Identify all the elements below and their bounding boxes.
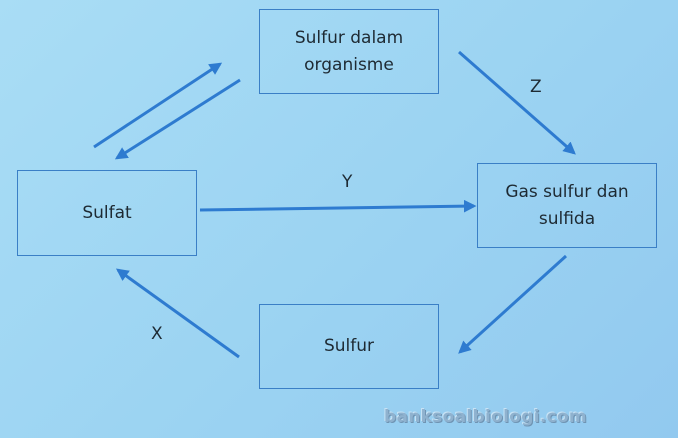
node-label: Sulfat (82, 202, 132, 223)
label-y: Y (342, 172, 353, 192)
node-label: Sulfur (323, 336, 375, 357)
node-gas-sulfur-dan-sulfida: Gas sulfur dan sulfida (477, 163, 657, 248)
node-sulfur-dalam-organisme: Sulfur dalam organisme (259, 9, 439, 94)
label-x: X (151, 324, 163, 344)
arrow-sulfat-to-organism (93, 62, 223, 149)
node-sulfat: Sulfat (17, 170, 197, 256)
node-label: Gas sulfur dan sulfida (505, 182, 629, 229)
arrow-gas-to-sulfur (458, 254, 568, 354)
node-label: Sulfur dalam organisme (294, 28, 404, 75)
label-z: Z (530, 77, 542, 97)
arrow-y-sulfat-to-gas (199, 199, 477, 213)
arrow-z-organism-to-gas (458, 50, 576, 155)
node-sulfur: Sulfur (259, 304, 439, 389)
arrow-organism-to-sulfat (114, 78, 241, 160)
watermark: banksoalbiologi.com (384, 407, 587, 427)
arrow-x-sulfur-to-sulfat (115, 268, 240, 359)
